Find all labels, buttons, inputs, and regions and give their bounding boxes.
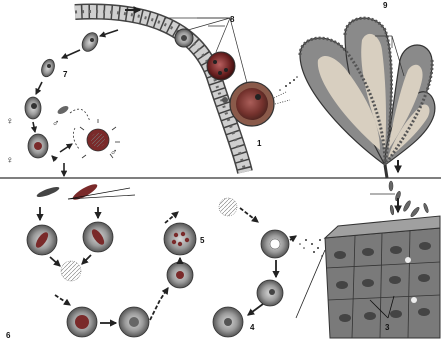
sexual-stages-7 [25, 30, 120, 158]
male-symbol-lower: ♂ [110, 147, 118, 158]
female-symbol-upper: ♀ [6, 116, 14, 127]
label-1: 1 [257, 139, 262, 148]
label-9: 9 [383, 1, 388, 10]
merozoite-spray [299, 239, 323, 257]
label-8: 8 [230, 15, 235, 24]
female-symbol-lower: ♀ [6, 155, 14, 166]
label-5: 5 [200, 236, 205, 245]
label-3: 3 [385, 323, 390, 332]
pointer-line-tissue [296, 250, 325, 318]
host-tissue-block-3 [325, 216, 440, 338]
label-7: 7 [63, 70, 68, 79]
spore-release-dots [279, 76, 298, 91]
male-symbol-upper: ♂ [52, 118, 60, 129]
label-6: 6 [6, 331, 11, 340]
sporozoites [389, 181, 429, 218]
label-4: 4 [250, 323, 255, 332]
sporocyst-cluster-9 [300, 18, 435, 178]
